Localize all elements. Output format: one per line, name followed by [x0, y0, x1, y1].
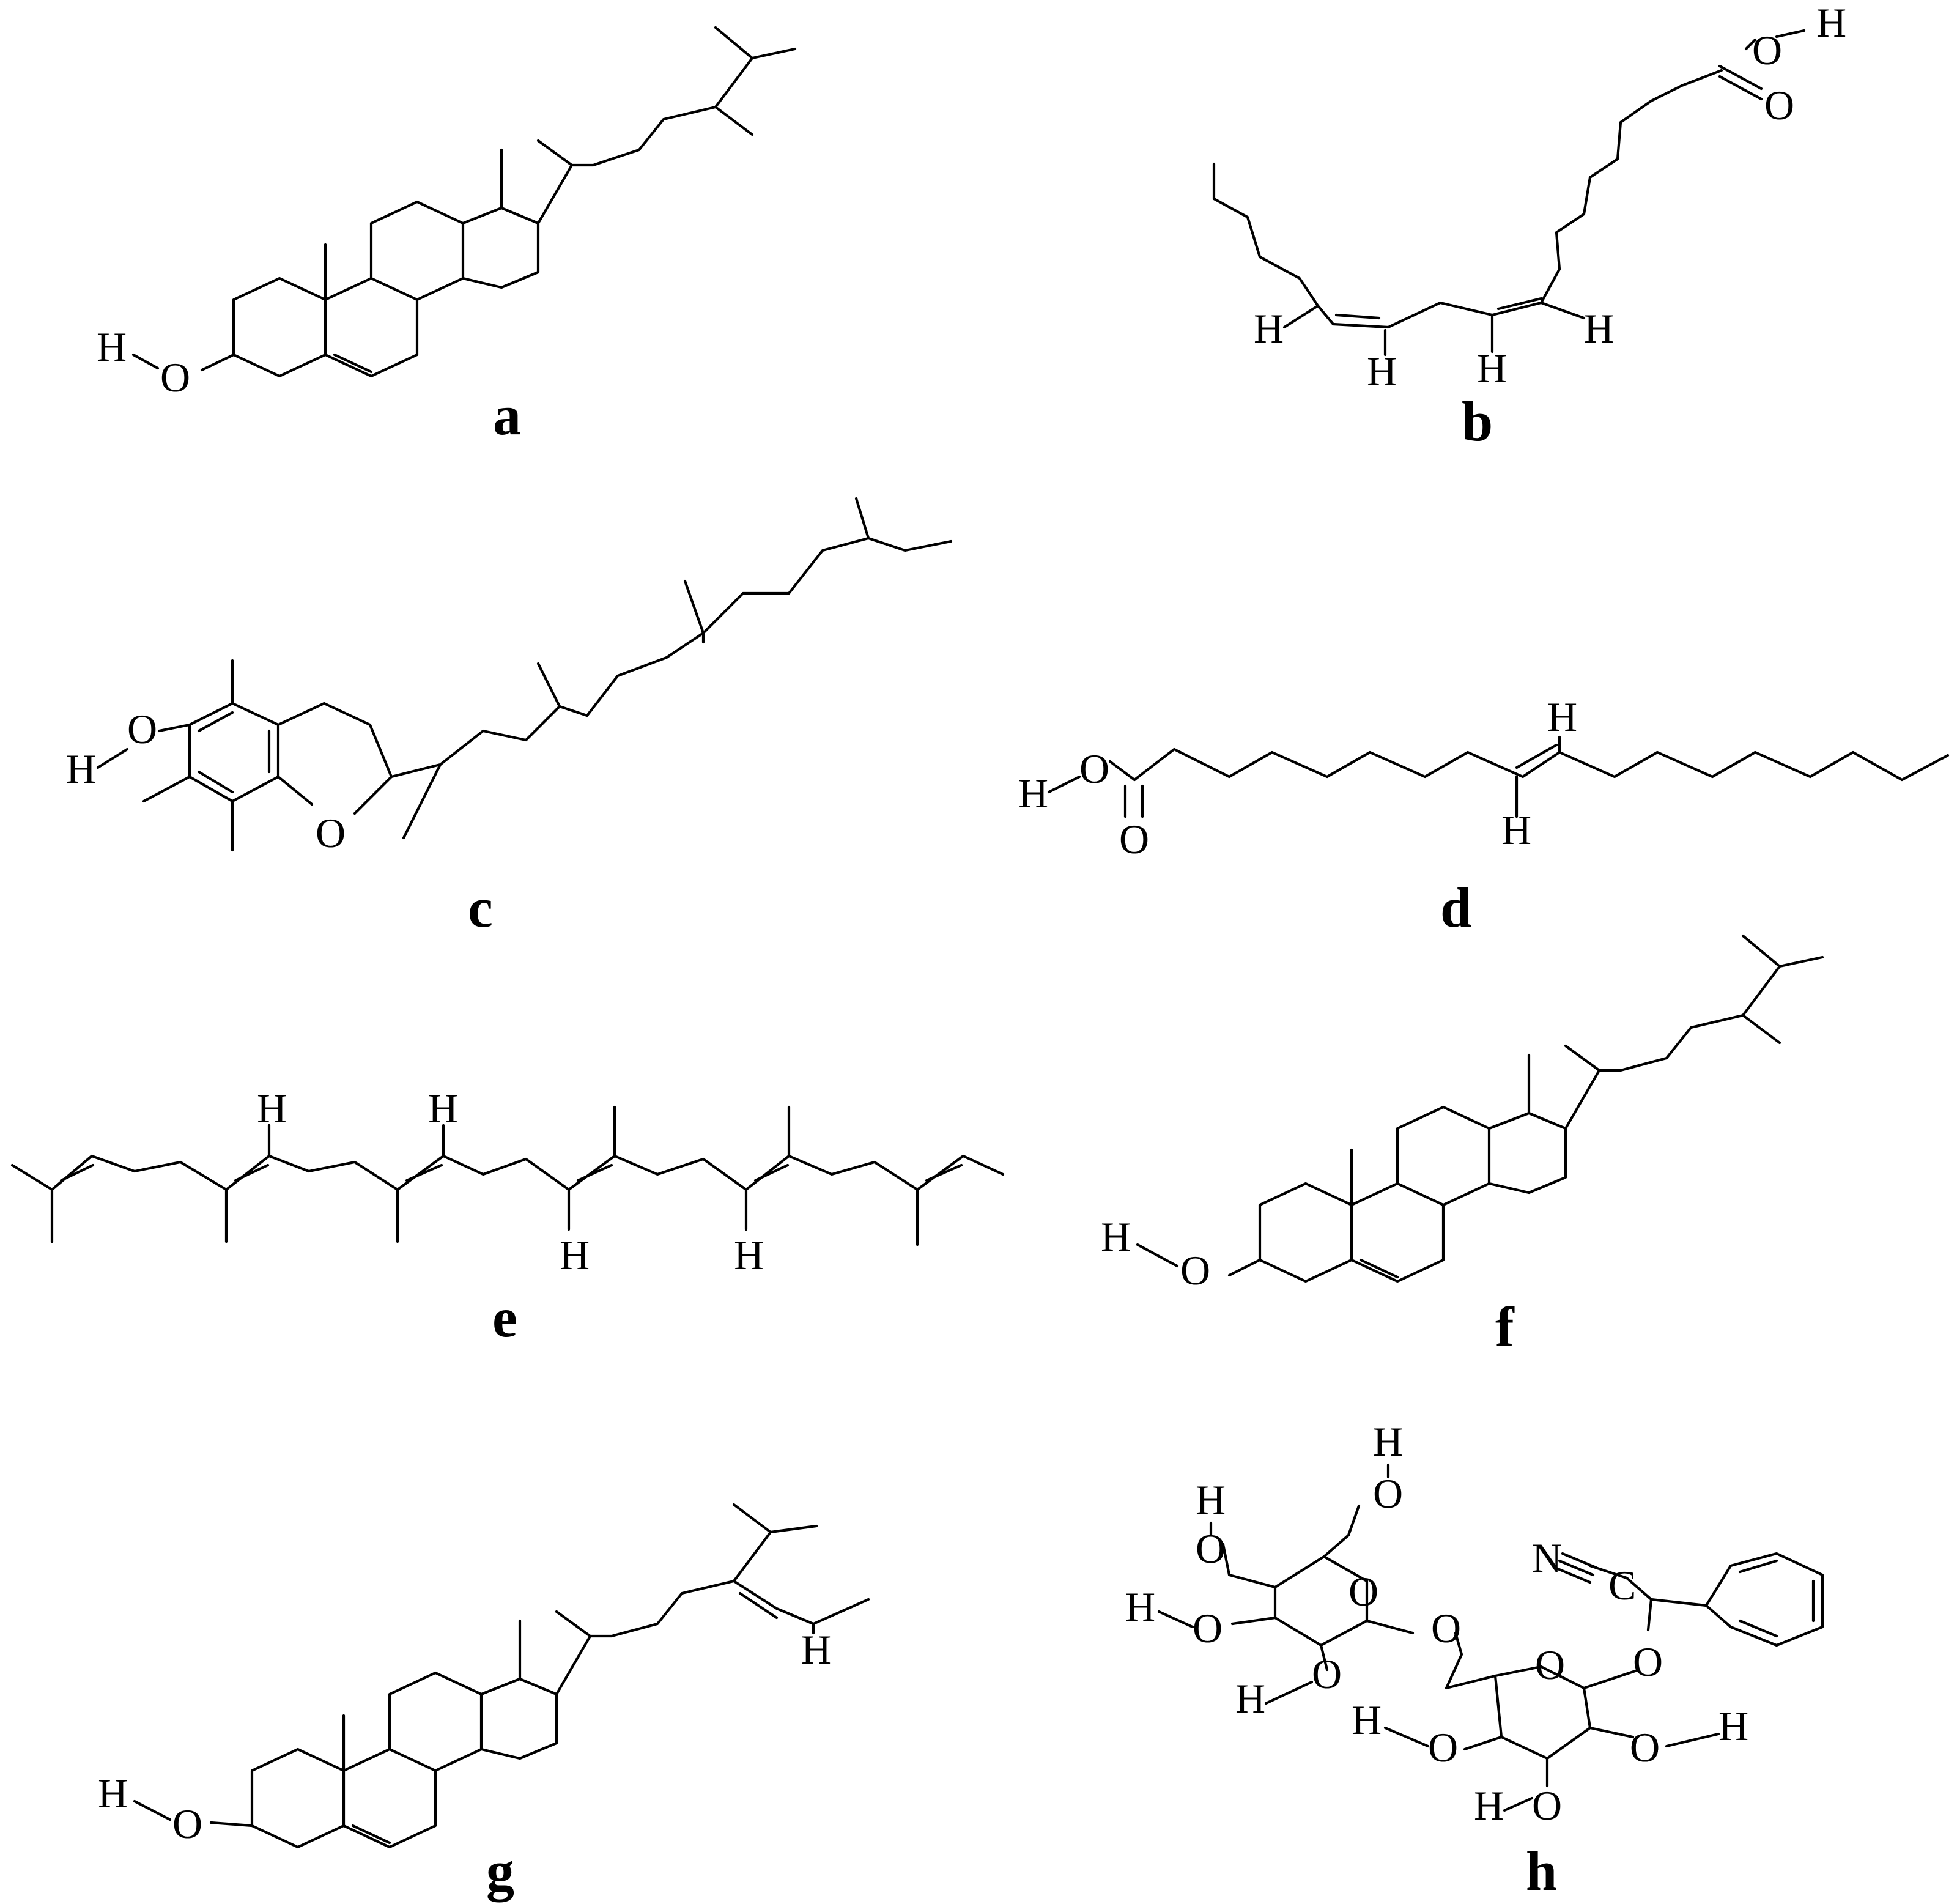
structure-b: O H O H H H H b [1212, 0, 1846, 453]
atom-h-o9: O [1428, 1724, 1458, 1771]
atom-g-o: O [172, 1801, 202, 1847]
structure-e: H H H H e [10, 1085, 1005, 1349]
atom-e-h3: H [560, 1232, 590, 1278]
atom-e-h1: H [257, 1085, 287, 1132]
atom-h-h2: H [1196, 1476, 1226, 1523]
panel-label-f: f [1495, 1295, 1515, 1358]
panel-label-b: b [1462, 390, 1493, 453]
atom-b-o1: O [1752, 27, 1782, 73]
atom-h-n: N [1532, 1535, 1562, 1581]
atom-d-h1: H [1018, 770, 1048, 817]
atom-c-o1: O [127, 706, 157, 752]
atom-h-h3: H [1125, 1584, 1155, 1630]
panel-label-h: h [1526, 1840, 1557, 1902]
atom-h-h4: H [1235, 1675, 1265, 1722]
atom-d-o1: O [1079, 746, 1109, 792]
atom-h-h6: H [1474, 1782, 1504, 1829]
panel-label-e: e [492, 1286, 517, 1349]
atom-h-o10: O [1532, 1782, 1562, 1829]
atom-h-o8: O [1633, 1639, 1663, 1685]
structure-c: O H O c [66, 497, 953, 939]
atom-f-h: H [1101, 1213, 1131, 1260]
atom-h-h5: H [1352, 1697, 1382, 1743]
atom-h-o5: O [1312, 1651, 1342, 1697]
panel-label-c: c [468, 876, 493, 939]
atom-h-h7: H [1718, 1703, 1748, 1749]
structure-d: H O O H H d [1018, 694, 1950, 939]
atom-d-o2: O [1119, 816, 1149, 862]
atom-h-c: C [1608, 1562, 1636, 1609]
atom-h-o7: O [1535, 1642, 1565, 1688]
structure-a: H O a [97, 26, 797, 446]
atom-h-o3: O [1348, 1568, 1378, 1615]
structure-f: H O f [1101, 934, 1824, 1358]
panel-label-g: g [486, 1840, 514, 1902]
atom-f-o: O [1180, 1247, 1210, 1294]
atom-d-h2: H [1547, 694, 1577, 740]
atom-e-h2: H [428, 1085, 458, 1132]
bonds-b [1212, 69, 1723, 329]
bonds-d [1133, 743, 1950, 782]
structure-g: H O H g [98, 1503, 870, 1902]
atom-b-o2: O [1764, 82, 1794, 128]
atom-h-o6: O [1431, 1605, 1461, 1651]
bonds-e [10, 1105, 1005, 1246]
panel-label-a: a [493, 384, 521, 446]
atom-a-h: H [97, 324, 127, 370]
atom-g-h1: H [98, 1770, 128, 1817]
atom-b-h2: H [1254, 305, 1284, 352]
atom-g-h2: H [801, 1626, 831, 1673]
atom-b-h5: H [1584, 305, 1614, 352]
atom-c-o2: O [316, 810, 346, 856]
panel-label-d: d [1440, 876, 1471, 939]
atom-h-o4: O [1193, 1605, 1223, 1651]
atom-c-h: H [66, 746, 96, 792]
bonds-g [250, 1503, 870, 1849]
structure-h: H O H O O H O O H O O N C O O H H O O H … [1125, 1418, 1824, 1902]
bonds-a [200, 26, 797, 378]
bonds-f [1227, 934, 1824, 1283]
bonds-c [142, 497, 953, 852]
atom-h-h8: H [1718, 1703, 1748, 1749]
atom-h-h1: H [1373, 1418, 1403, 1465]
atom-a-o: O [160, 354, 190, 401]
atom-b-h3: H [1367, 348, 1397, 395]
atom-b-h1: H [1816, 0, 1846, 46]
atom-h-o11: O [1630, 1724, 1660, 1771]
bonds-h [1221, 1504, 1824, 1788]
atom-h-o12: O [1630, 1724, 1660, 1771]
atom-e-h4: H [734, 1232, 764, 1278]
